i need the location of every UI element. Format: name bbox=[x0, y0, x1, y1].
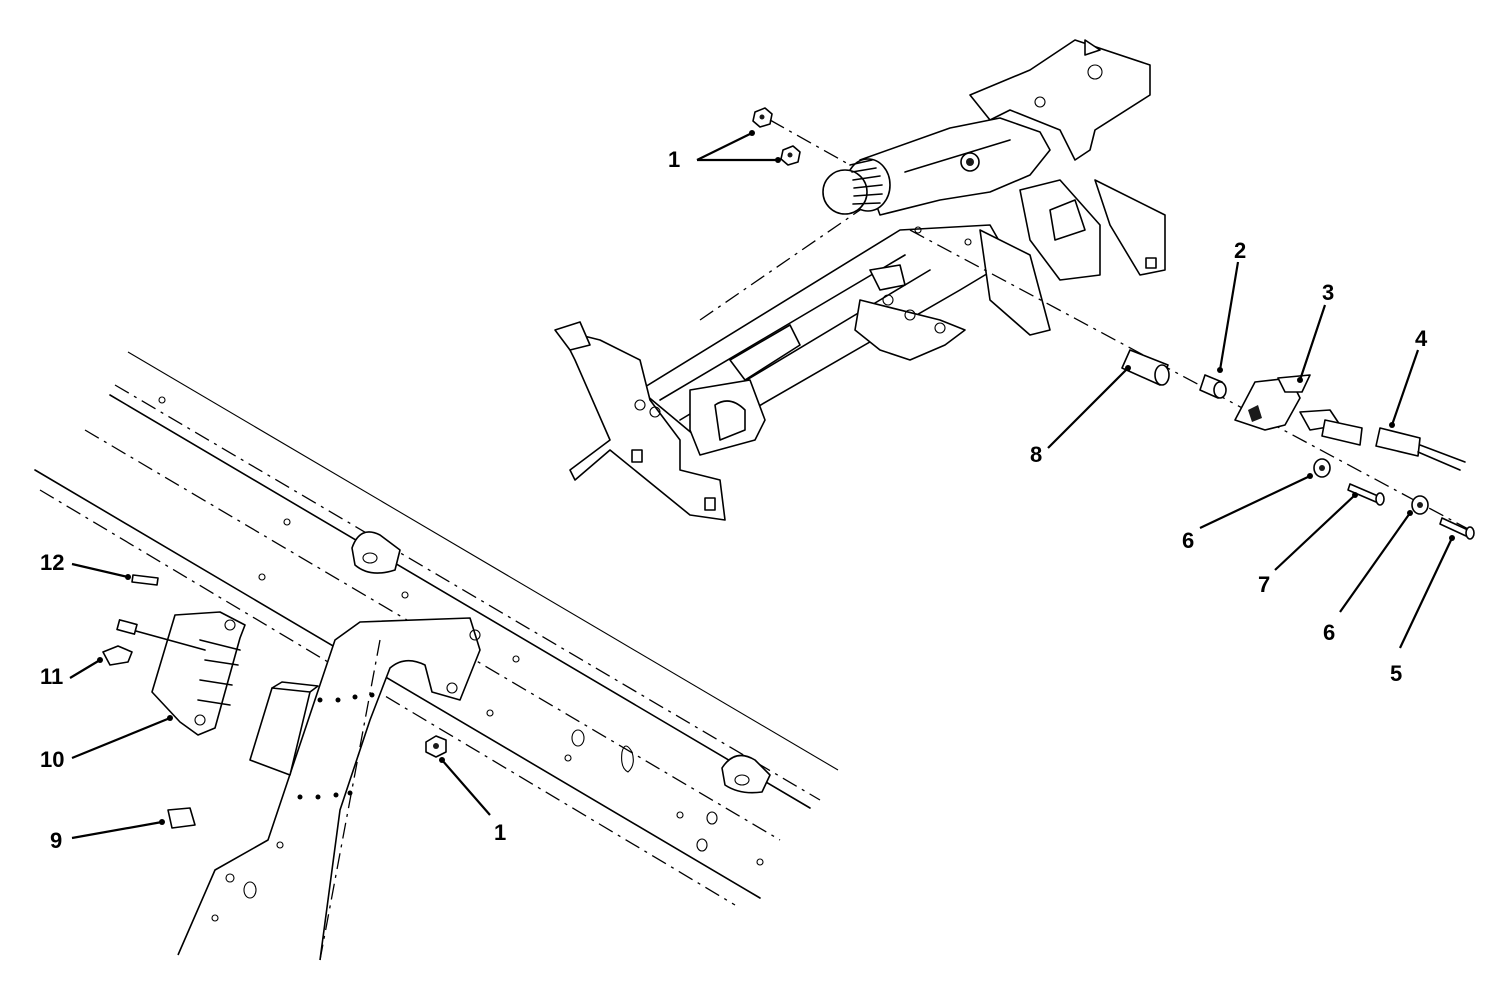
switch-part bbox=[1234, 374, 1363, 446]
washer-parts bbox=[1313, 458, 1429, 515]
callout-3: 3 bbox=[1322, 280, 1334, 305]
callout-11: 11 bbox=[40, 664, 63, 689]
callout-8: 8 bbox=[1030, 442, 1042, 467]
callout-1-bottom: 1 bbox=[494, 820, 506, 845]
callout-4: 4 bbox=[1415, 326, 1428, 351]
callout-6-left: 6 bbox=[1182, 528, 1194, 553]
lower-frame-assembly bbox=[34, 351, 839, 961]
tie-pad-part bbox=[167, 807, 196, 829]
callout-9: 9 bbox=[50, 828, 62, 853]
screw-parts bbox=[1347, 483, 1475, 540]
nut-part-bottom bbox=[425, 735, 447, 758]
spacer-tube-part bbox=[1121, 349, 1170, 386]
callout-5: 5 bbox=[1390, 661, 1402, 686]
nut-parts-top bbox=[752, 107, 851, 166]
callout-2: 2 bbox=[1234, 238, 1246, 263]
leader-lines bbox=[69, 130, 1455, 840]
upper-bracket-assembly bbox=[554, 39, 1471, 531]
callout-12: 12 bbox=[40, 550, 64, 575]
bushing-part bbox=[1199, 374, 1227, 399]
callout-6-right: 6 bbox=[1323, 620, 1335, 645]
callout-labels: 1 2 3 4 8 6 7 6 5 12 11 10 9 1 bbox=[40, 147, 1428, 853]
callout-7: 7 bbox=[1258, 572, 1270, 597]
clip-part bbox=[102, 645, 133, 666]
callout-1-top: 1 bbox=[668, 147, 680, 172]
switch-bracket-part bbox=[116, 611, 246, 736]
callout-10: 10 bbox=[40, 747, 64, 772]
screw-part-12 bbox=[131, 574, 159, 586]
connector-part bbox=[1375, 427, 1466, 471]
pivot-axis-parts bbox=[752, 107, 1475, 540]
